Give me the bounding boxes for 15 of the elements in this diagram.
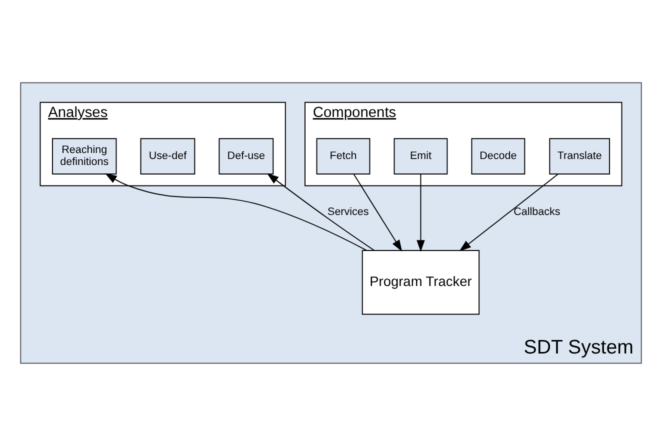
edge-label: Services: [328, 205, 369, 218]
node-box: Reaching definitions: [52, 138, 117, 174]
arrow: [416, 173, 425, 252]
arrow: [459, 173, 559, 251]
node-box: Emit: [394, 138, 448, 174]
edge-label: Callbacks: [514, 205, 560, 218]
node-box: Translate: [549, 138, 610, 174]
arrow: [105, 172, 367, 250]
node-box: Use-def: [140, 138, 196, 174]
node-box: Fetch: [316, 138, 370, 174]
node-box: Decode: [471, 138, 526, 174]
node-box: Def-use: [218, 138, 274, 174]
arrow: [353, 173, 402, 252]
arrow: [266, 172, 374, 250]
node-box: Program Tracker: [362, 249, 480, 314]
